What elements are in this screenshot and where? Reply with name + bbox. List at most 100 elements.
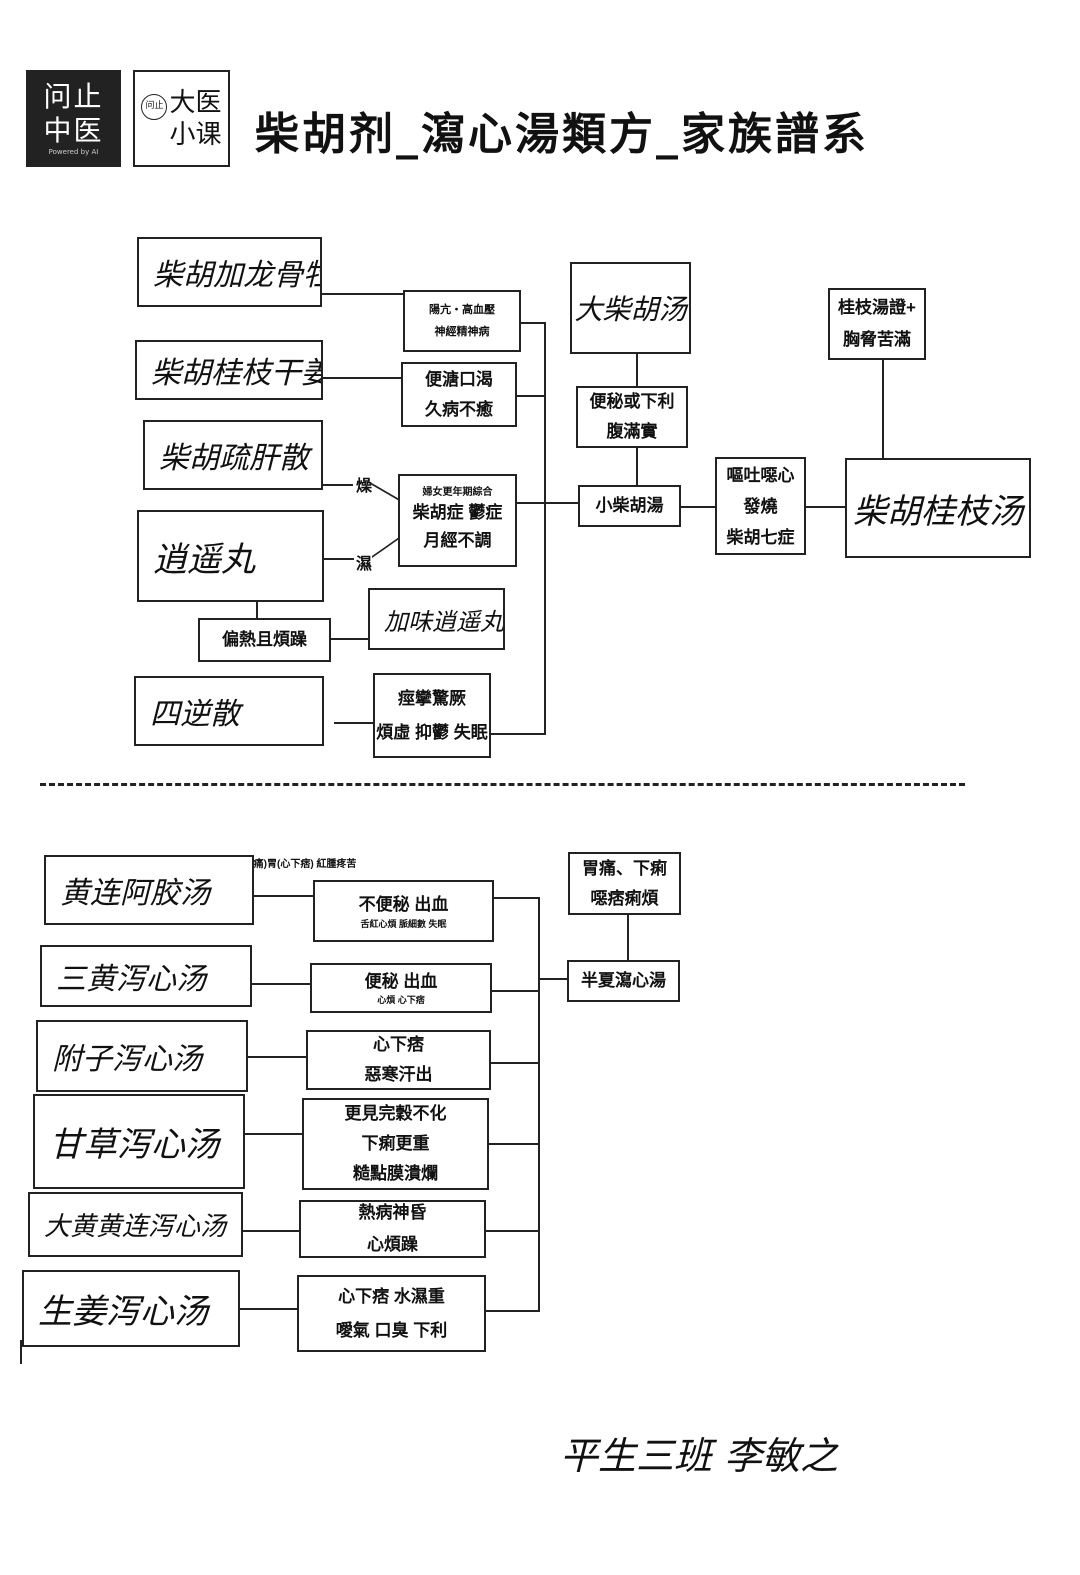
connector bbox=[636, 448, 638, 485]
connector bbox=[334, 722, 373, 724]
formula-dahuang-huanglian: 大黄黄连泻心汤 bbox=[28, 1192, 243, 1257]
connector bbox=[521, 322, 546, 324]
connector bbox=[627, 915, 629, 960]
condition-febrile-coma: 熱病神昏 心煩躁 bbox=[299, 1200, 486, 1258]
label-dry: 燥 bbox=[356, 478, 373, 495]
condition-constipation-bleeding: 便秘 出血 心煩 心下痞 bbox=[310, 963, 492, 1013]
page-title: 柴胡剂_瀉心湯類方_家族譜系 bbox=[255, 109, 869, 160]
connector bbox=[636, 354, 638, 386]
cond-text: 心煩躁 bbox=[367, 1235, 418, 1254]
cond-text: 便秘或下利 bbox=[589, 392, 675, 411]
cond-text: 陽亢・高血壓 bbox=[429, 304, 495, 316]
condition-constipation-fullness: 便秘或下利 腹滿實 bbox=[576, 386, 688, 448]
connector bbox=[540, 978, 567, 980]
cond-text: 不便秘 出血 bbox=[358, 895, 449, 914]
condition-epigastric-chill: 心下痞 惡寒汗出 bbox=[306, 1030, 491, 1090]
connector bbox=[681, 506, 715, 508]
connector bbox=[517, 395, 546, 397]
cond-text: 噁痞痢煩 bbox=[590, 888, 659, 908]
connector bbox=[245, 1133, 302, 1135]
cond-text: 久病不癒 bbox=[425, 399, 493, 419]
trunk bbox=[544, 322, 546, 735]
cond-text: 柴胡症 鬱症 bbox=[412, 502, 503, 522]
connector bbox=[489, 1143, 540, 1145]
cond-text: 心下痞 水濕重 bbox=[338, 1286, 445, 1306]
cond-text: 半夏瀉心湯 bbox=[581, 971, 666, 990]
cond-text: 胸脅苦滿 bbox=[843, 330, 911, 349]
connector bbox=[252, 983, 310, 985]
trunk bbox=[538, 897, 540, 1312]
cond-text: 小柴胡湯 bbox=[595, 496, 664, 515]
connector bbox=[492, 990, 540, 992]
logo-wenzhi-zhongyi: 问止 中医 Powered by AI bbox=[26, 70, 121, 167]
condition-menopause: 婦女更年期綜合 柴胡症 鬱症 月經不調 bbox=[398, 474, 517, 567]
cond-text: 便溏口渴 bbox=[425, 369, 493, 389]
author-signature: 平生三班 李敏之 bbox=[560, 1434, 839, 1478]
cond-sub: 舌紅心煩 脈細數 失眠 bbox=[360, 919, 447, 929]
cond-text: 噯氣 口臭 下利 bbox=[335, 1320, 448, 1340]
formula-jiawei-xiaoyao: 加味逍遥丸 bbox=[368, 588, 505, 650]
logo-line2: 中医 bbox=[43, 114, 104, 147]
connector bbox=[323, 484, 353, 486]
cond-text: 下痢更重 bbox=[361, 1134, 430, 1153]
condition-water-dampness: 心下痞 水濕重 噯氣 口臭 下利 bbox=[297, 1275, 486, 1352]
connector bbox=[254, 895, 313, 897]
connector bbox=[323, 377, 401, 379]
condition-heat-irritability: 偏熱且煩躁 bbox=[198, 618, 331, 662]
connector bbox=[494, 897, 540, 899]
cond-text: 嘔吐噁心 bbox=[726, 465, 795, 485]
connector bbox=[240, 1308, 297, 1310]
cond-text: 神經精神病 bbox=[434, 326, 490, 338]
formula-chaihu-shugan: 柴胡疏肝散 bbox=[143, 420, 323, 490]
cond-text: 胃痛、下痢 bbox=[582, 858, 667, 878]
condition-no-constipation-bleeding: 不便秘 出血 舌紅心煩 脈細數 失眠 bbox=[313, 880, 494, 942]
cond-text: 柴胡七症 bbox=[726, 527, 795, 547]
logo2-line1: 大医 bbox=[169, 87, 222, 118]
logo-tagline: Powered by AI bbox=[48, 148, 99, 156]
condition-stomachache-diarrhea: 胃痛、下痢 噁痞痢煩 bbox=[568, 852, 681, 915]
formula-sini: 四逆散 bbox=[134, 676, 324, 746]
cond-text: 更見完穀不化 bbox=[344, 1104, 447, 1123]
edge-mark bbox=[20, 1340, 22, 1364]
header-note: 胃實:浮(腹按無痛)胃(心下痞) 紅腫疼苦 bbox=[187, 859, 357, 870]
connector bbox=[331, 638, 368, 640]
cond-text: 偏熱且煩躁 bbox=[222, 630, 307, 649]
connector bbox=[243, 1230, 299, 1232]
cond-text: 發燒 bbox=[743, 496, 778, 516]
formula-chaihu-longgu-muli: 柴胡加龙骨牡蛎汤 bbox=[137, 237, 322, 307]
condition-yang-hyperactivity: 陽亢・高血壓 神經精神病 bbox=[403, 290, 521, 352]
logo2-line2: 小课 bbox=[169, 119, 222, 150]
formula-huanglian-ejiao: 黄连阿胶汤 bbox=[44, 855, 254, 925]
formula-fuzi: 附子泻心汤 bbox=[36, 1020, 248, 1092]
cond-text: 痙攣驚厥 bbox=[398, 688, 466, 708]
section-divider bbox=[40, 783, 965, 786]
logo-seal: 问止 bbox=[141, 93, 168, 120]
cond-header: 婦女更年期綜合 bbox=[422, 486, 493, 498]
cond-text: 心下痞 bbox=[373, 1035, 424, 1054]
formula-banxia-xiexin: 半夏瀉心湯 bbox=[567, 960, 680, 1002]
connector bbox=[486, 1230, 540, 1232]
cond-text: 惡寒汗出 bbox=[364, 1065, 433, 1084]
formula-sanhuang: 三黄泻心汤 bbox=[40, 945, 252, 1007]
formula-chaihu-guizhi-ganjiang: 柴胡桂枝干姜汤 bbox=[135, 340, 323, 400]
connector bbox=[248, 1056, 306, 1058]
formula-gancao: 甘草泻心汤 bbox=[33, 1094, 245, 1189]
cond-text: 桂枝湯證+ bbox=[838, 298, 916, 317]
connector bbox=[806, 506, 845, 508]
condition-undigested-diarrhea: 更見完穀不化 下痢更重 糙點膜潰爛 bbox=[302, 1098, 489, 1190]
formula-xiao-chaihu: 小柴胡湯 bbox=[578, 485, 681, 527]
cond-text: 熱病神昏 bbox=[358, 1203, 427, 1222]
connector bbox=[517, 502, 578, 504]
label-damp: 濕 bbox=[356, 556, 373, 573]
formula-xiaoyao: 逍遥丸 bbox=[137, 510, 324, 602]
cond-text: 腹滿實 bbox=[606, 422, 658, 441]
connector bbox=[322, 293, 403, 295]
connector bbox=[256, 602, 258, 618]
formula-da-chaihu: 大柴胡汤 bbox=[570, 262, 691, 354]
cond-text: 糙點膜潰爛 bbox=[353, 1164, 438, 1183]
connector bbox=[882, 360, 884, 458]
connector bbox=[491, 1062, 540, 1064]
cond-sub: 心煩 心下痞 bbox=[377, 995, 425, 1005]
logo-line1: 问止 bbox=[43, 80, 104, 113]
condition-loose-stool-thirst: 便溏口渴 久病不癒 bbox=[401, 362, 517, 427]
